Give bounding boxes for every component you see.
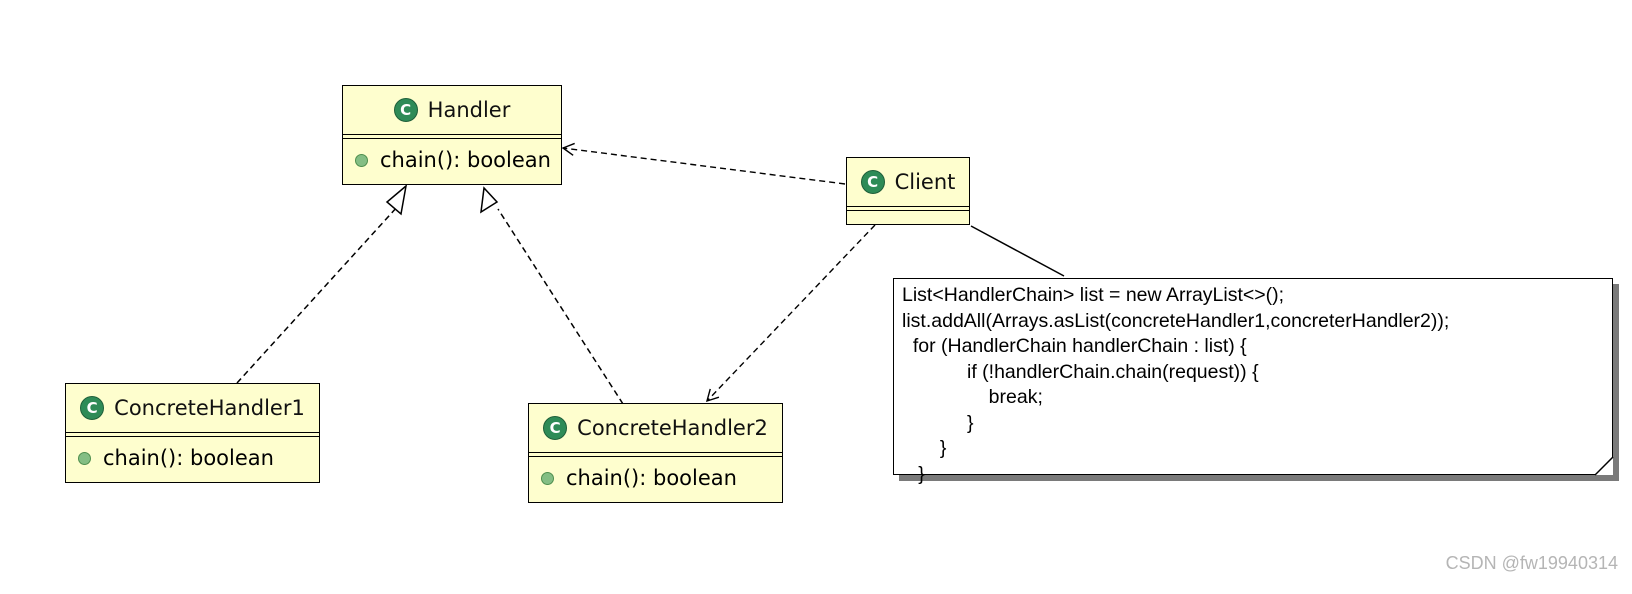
method-list: chain(): boolean — [343, 139, 561, 179]
method-signature: chain(): boolean — [380, 148, 551, 172]
compartment-divider — [847, 206, 969, 211]
class-header: C Handler — [343, 86, 561, 134]
realization-arrowhead-concrete2 — [480, 186, 499, 214]
dependency-edge-client-concrete2 — [705, 224, 876, 403]
class-header: C Client — [847, 158, 969, 206]
watermark: CSDN @fw19940314 — [1445, 553, 1618, 573]
class-header: C ConcreteHandler1 — [66, 384, 319, 432]
code-note[interactable]: List<HandlerChain> list = new ArrayList<… — [893, 278, 1613, 485]
class-icon: C — [80, 396, 105, 420]
note-connector — [970, 225, 1065, 277]
class-handler[interactable]: C Handler chain(): boolean — [342, 85, 562, 185]
method-signature: chain(): boolean — [566, 466, 737, 490]
compartment-divider — [66, 432, 319, 437]
method-signature: chain(): boolean — [103, 446, 274, 470]
class-name: ConcreteHandler1 — [114, 396, 305, 420]
compartment-divider — [343, 134, 561, 139]
class-header: C ConcreteHandler2 — [529, 404, 782, 452]
public-method-icon — [355, 153, 368, 167]
note-folded-corner — [1595, 457, 1614, 476]
realization-edge-concrete2 — [497, 208, 624, 405]
realization-edge-concrete1 — [236, 205, 399, 384]
class-concrete-handler2[interactable]: C ConcreteHandler2 chain(): boolean — [528, 403, 783, 503]
method-item: chain(): boolean — [541, 459, 782, 497]
method-item: chain(): boolean — [355, 141, 561, 179]
class-icon: C — [860, 170, 885, 194]
class-name: Handler — [427, 98, 511, 122]
public-method-icon — [541, 471, 554, 485]
public-method-icon — [78, 451, 91, 465]
class-name: ConcreteHandler2 — [577, 416, 768, 440]
method-list: chain(): boolean — [66, 437, 319, 477]
method-list: chain(): boolean — [529, 457, 782, 497]
dependency-edge-client-handler — [561, 142, 846, 185]
method-item: chain(): boolean — [78, 439, 319, 477]
class-concrete-handler1[interactable]: C ConcreteHandler1 chain(): boolean — [65, 383, 320, 483]
class-name: Client — [894, 170, 956, 194]
class-icon: C — [543, 416, 568, 440]
class-icon: C — [393, 98, 418, 122]
realization-arrowhead-concrete1 — [385, 184, 408, 216]
class-client[interactable]: C Client — [846, 157, 970, 225]
compartment-divider — [529, 452, 782, 457]
